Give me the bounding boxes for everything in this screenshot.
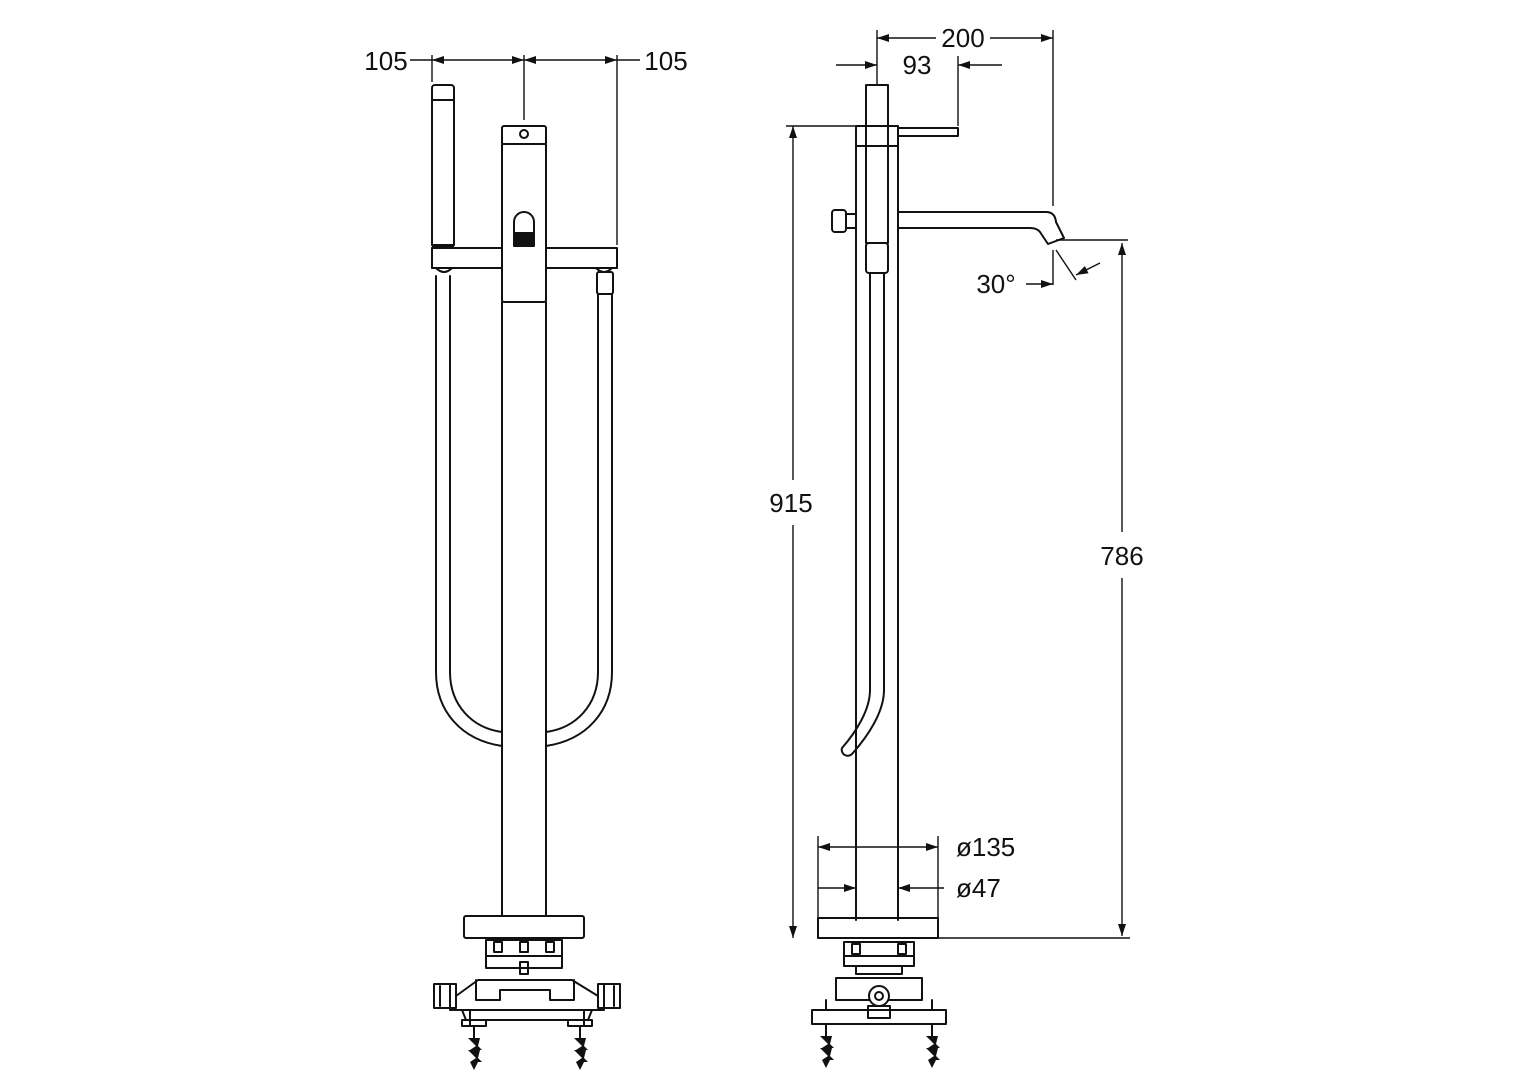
spout xyxy=(897,211,1065,245)
dim-total-height-label: 915 xyxy=(769,488,812,518)
hand-shower xyxy=(431,84,455,248)
shower-hose xyxy=(435,275,613,747)
front-installation-kit xyxy=(433,939,621,1070)
front-column xyxy=(501,301,547,916)
side-base-plate xyxy=(817,917,939,939)
dimension-handle-offset xyxy=(836,56,1002,126)
dim-spout-angle-label: 30° xyxy=(976,269,1015,299)
dimension-spout-reach xyxy=(876,30,1054,206)
dimension-base-diameter xyxy=(817,836,939,918)
dimension-spout-angle xyxy=(1026,239,1128,288)
dim-left-label: 105 xyxy=(364,46,407,76)
dim-right-label: 105 xyxy=(644,46,687,76)
front-view: 105 105 xyxy=(364,46,688,1070)
dimension-total-height xyxy=(786,125,856,938)
side-view: 200 93 30° xyxy=(769,23,1144,1068)
side-installation-kit xyxy=(811,941,947,1068)
dim-handle-offset-label: 93 xyxy=(903,50,932,80)
dimension-spout-height xyxy=(938,243,1130,939)
front-base-plate xyxy=(463,915,585,939)
dimension-front-width xyxy=(410,55,640,245)
dim-column-diameter-label: ø47 xyxy=(956,873,1001,903)
mixer-body xyxy=(501,125,547,303)
side-hose xyxy=(840,272,885,757)
dim-spout-height-label: 786 xyxy=(1100,541,1143,571)
dim-spout-reach-label: 200 xyxy=(941,23,984,53)
shower-holder-bar xyxy=(431,247,618,295)
dim-base-diameter-label: ø135 xyxy=(956,832,1015,862)
side-body xyxy=(831,84,959,921)
